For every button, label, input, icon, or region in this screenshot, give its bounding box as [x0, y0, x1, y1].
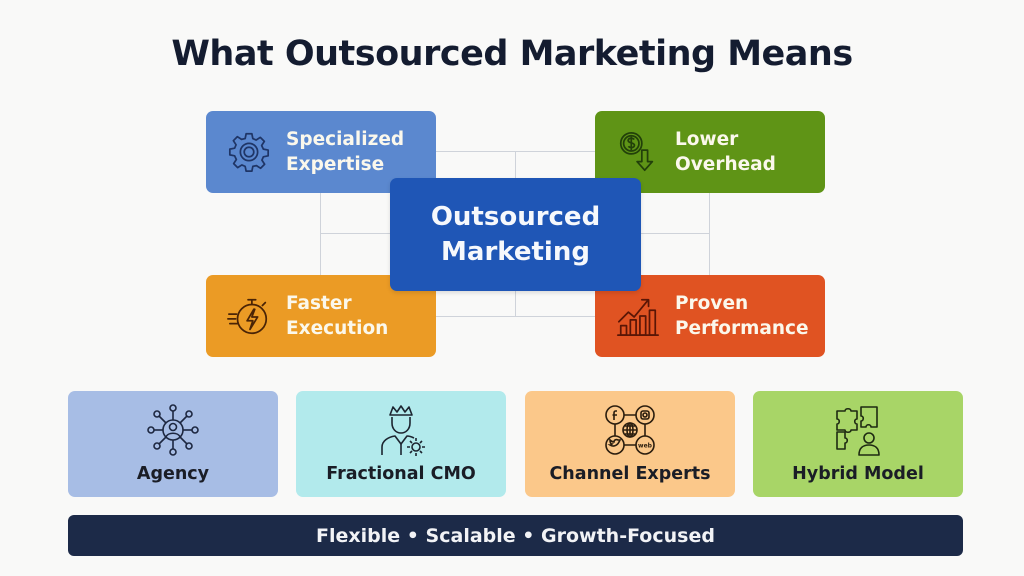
feature-title-line2: Expertise [286, 154, 385, 175]
feature-title-line2: Performance [675, 318, 809, 339]
model-label: Hybrid Model [792, 464, 924, 484]
center-outsourced-marketing: Outsourced Marketing [390, 178, 641, 291]
feature-title-line2: Execution [286, 318, 389, 339]
svg-text:web: web [638, 443, 653, 450]
bar-chart-trend-icon [615, 293, 661, 339]
model-label: Channel Experts [549, 464, 711, 484]
stopwatch-lightning-icon [226, 293, 272, 339]
feature-title-line1: Faster [286, 293, 352, 314]
model-hybrid: Hybrid Model [753, 391, 963, 497]
crowned-person-gear-icon [374, 403, 428, 457]
feature-title-line1: Proven [675, 293, 749, 314]
model-label: Fractional CMO [326, 464, 476, 484]
feature-proven-performance: Proven Performance [595, 275, 825, 357]
footer-banner: Flexible • Scalable • Growth-Focused [68, 515, 963, 556]
model-agency: Agency [68, 391, 278, 497]
social-channels-icon: web [603, 403, 657, 457]
feature-title-line1: Lower [675, 129, 739, 150]
connector-line [435, 316, 595, 317]
connector-line [641, 233, 709, 234]
network-person-icon [146, 403, 200, 457]
gear-icon [226, 129, 272, 175]
connector-line [320, 233, 390, 234]
model-fractional-cmo: Fractional CMO [296, 391, 506, 497]
connector-line [515, 291, 516, 316]
model-channel-experts: web Channel Experts [525, 391, 735, 497]
model-label: Agency [136, 464, 210, 484]
feature-title-line2: Overhead [675, 154, 776, 175]
center-title-line1: Outsourced [430, 201, 601, 232]
slide-title: What Outsourced Marketing Means [171, 34, 853, 74]
feature-faster-execution: Faster Execution [206, 275, 436, 357]
connector-line [515, 151, 516, 178]
dollar-down-arrow-icon [615, 129, 661, 175]
center-title-line2: Marketing [441, 236, 590, 267]
connector-line [320, 193, 321, 275]
footer-tagline: Flexible • Scalable • Growth-Focused [316, 524, 715, 547]
feature-title-line1: Specialized [286, 129, 405, 150]
puzzle-person-icon [831, 403, 885, 457]
connector-line [709, 193, 710, 275]
